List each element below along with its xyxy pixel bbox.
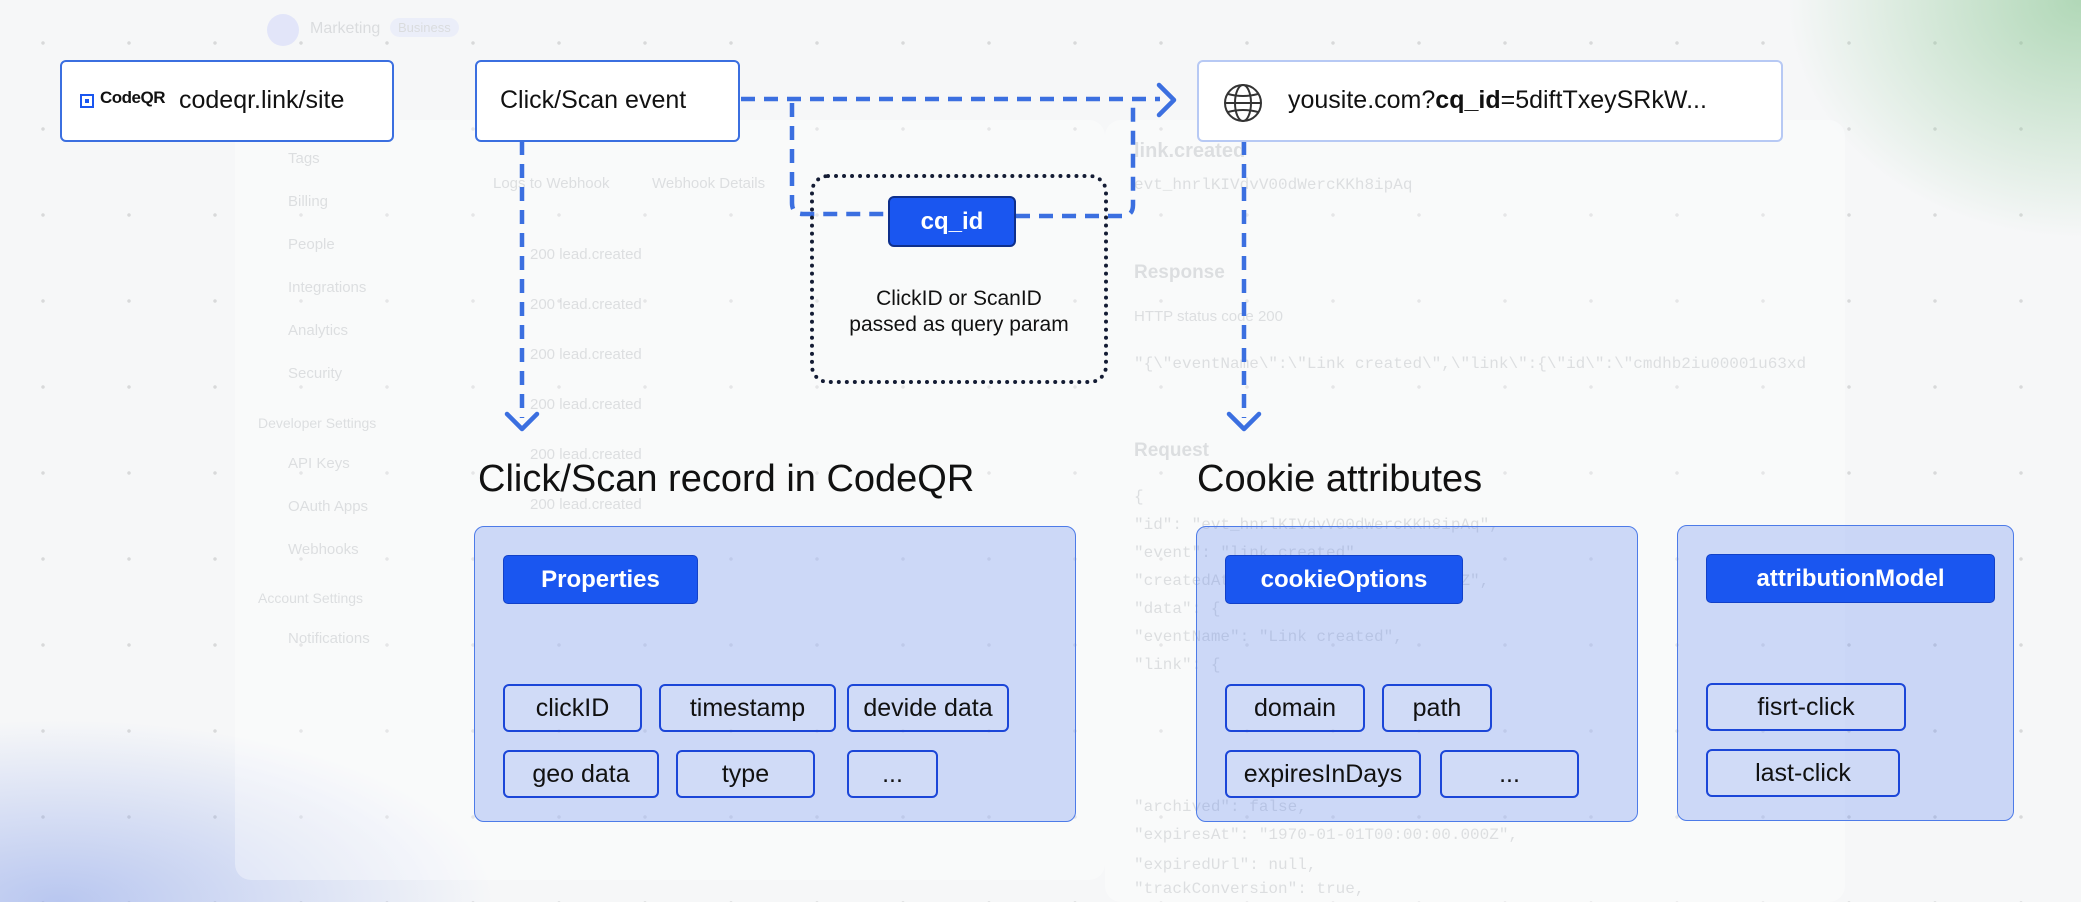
ghost-plan-badge: Business: [390, 18, 459, 37]
ghost-dev-heading: Developer Settings: [258, 415, 377, 431]
ghost-request-line: "archived": false,: [1134, 798, 1307, 816]
ghost-log-row: 200 lead.created: [530, 446, 642, 463]
destination-url-param: cq_id: [1435, 86, 1501, 114]
ghost-request-line: "trackConversion": true,: [1134, 880, 1365, 898]
ghost-account-heading: Account Settings: [258, 590, 364, 606]
ghost-menu-tags: Tags: [288, 150, 320, 167]
ghost-log-row: 200 lead.created: [530, 496, 642, 513]
cookie-attribute-chip: path: [1382, 684, 1492, 732]
cqid-caption-line2: passed as query param: [849, 313, 1069, 336]
cookie-title: Cookie attributes: [1197, 458, 1483, 500]
destination-node: yousite.com?cq_id=5diftTxeySRkW...: [1197, 60, 1783, 142]
destination-url: yousite.com?cq_id=5diftTxeySRkW...: [1288, 86, 1707, 115]
ghost-request-line: "id": "evt_hnrlKIVdvV00dWercKKh8ipAq",: [1134, 516, 1499, 534]
ghost-log-row: 200 lead.created: [530, 396, 642, 413]
attribution-option-chip: last-click: [1706, 749, 1900, 797]
ghost-log-row: 200 lead.created: [530, 296, 642, 313]
ghost-menu-integrations: Integrations: [288, 279, 367, 296]
cqid-note-box: [810, 174, 1108, 384]
ghost-menu-people: People: [288, 236, 335, 253]
ghost-request-line: "data": {: [1134, 600, 1221, 618]
attribution-option-chip: fisrt-click: [1706, 683, 1906, 731]
arrowhead-right: [1156, 82, 1177, 118]
event-label: Click/Scan event: [500, 86, 687, 114]
cookie-attribute-chip: ...: [1440, 750, 1579, 798]
ghost-menu-webhooks: Webhooks: [288, 541, 359, 558]
source-node: CodeQR codeqr.link/site: [60, 60, 394, 142]
ghost-event-title: link.created: [1134, 140, 1246, 162]
event-node: Click/Scan event: [475, 60, 740, 142]
ghost-log-row: 200 lead.created: [530, 346, 642, 363]
cookie-options-header: cookieOptions: [1225, 555, 1463, 604]
arrowhead-down-right: [1226, 411, 1262, 432]
property-chip: timestamp: [659, 684, 836, 732]
ghost-menu-oauth-apps: OAuth Apps: [288, 498, 369, 515]
ghost-workspace-name: Marketing: [310, 20, 381, 37]
ghost-menu-billing: Billing: [288, 193, 329, 210]
ghost-tab-details: Webhook Details: [652, 175, 766, 192]
ghost-request-line: "eventName": "Link created",: [1134, 628, 1403, 646]
ghost-response-heading: Response: [1134, 262, 1225, 283]
ghost-menu-analytics: Analytics: [288, 322, 349, 339]
destination-url-prefix: yousite.com?: [1288, 86, 1436, 114]
cqid-badge: cq_id: [888, 196, 1016, 247]
ghost-log-row: 200 lead.created: [530, 246, 642, 263]
property-chip: ...: [847, 750, 938, 798]
codeqr-logo-text: CodeQR: [100, 88, 166, 107]
ghost-request-line: "expiredUrl": null,: [1134, 856, 1317, 874]
properties-header: Properties: [503, 555, 698, 604]
ghost-workspace-avatar: [267, 14, 299, 46]
ghost-webhook-panel: [1105, 120, 1845, 902]
ghost-request-line: {: [1134, 488, 1144, 506]
ghost-response-body: "{\"eventName\":\"Link created\",\"link\…: [1134, 355, 1807, 373]
connector-cqid-to-right: [1016, 102, 1136, 219]
source-url: codeqr.link/site: [179, 86, 345, 114]
ghost-request-heading: Request: [1134, 440, 1209, 461]
connector-left-to-cqid: [789, 103, 888, 217]
globe-icon: [1224, 84, 1262, 122]
ghost-event-id: evt_hnrlKIVdvV00dWercKKh8ipAq: [1134, 176, 1413, 194]
ghost-menu-api-keys: API Keys: [288, 455, 350, 472]
property-chip: type: [676, 750, 815, 798]
destination-url-value: =5diftTxeySRkW...: [1500, 86, 1707, 114]
cookie-attribute-chip: domain: [1225, 684, 1365, 732]
arrowhead-down-left: [504, 411, 540, 432]
cqid-caption-line1: ClickID or ScanID: [876, 287, 1042, 310]
property-chip: geo data: [503, 750, 659, 798]
property-chip: devide data: [847, 684, 1009, 732]
ghost-request-line: "expiresAt": "1970-01-01T00:00:00.000Z",: [1134, 826, 1519, 844]
ghost-request-line: "link": {: [1134, 656, 1221, 674]
attribution-model-header: attributionModel: [1706, 554, 1995, 603]
ghost-menu-security: Security: [288, 365, 343, 382]
codeqr-logo-icon: [80, 94, 94, 108]
property-chip: clickID: [503, 684, 642, 732]
record-title: Click/Scan record in CodeQR: [478, 458, 975, 500]
cookie-attribute-chip: expiresInDays: [1225, 750, 1421, 798]
ghost-menu-notifications: Notifications: [288, 630, 370, 647]
cqid-caption: ClickID or ScanID passed as query param: [820, 286, 1098, 338]
